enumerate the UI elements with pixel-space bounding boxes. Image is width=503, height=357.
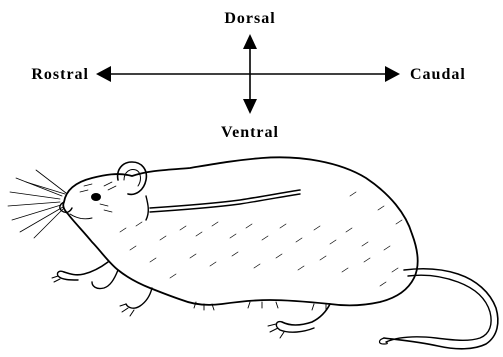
- ventral-label: Ventral: [221, 124, 279, 141]
- eye: [91, 193, 101, 201]
- ear: [118, 162, 147, 194]
- front-leg: [64, 262, 108, 275]
- rostral-arrowhead: [96, 66, 111, 82]
- ventral-arrowhead: [243, 99, 257, 114]
- dorsal-label: Dorsal: [224, 10, 275, 27]
- whiskers: [8, 170, 66, 238]
- caudal-arrowhead: [385, 66, 400, 82]
- rostral-label: Rostral: [31, 66, 89, 83]
- body-outline: [63, 157, 417, 305]
- tail: [384, 269, 498, 349]
- fur-strokes: [120, 192, 402, 286]
- caudal-label: Caudal: [410, 66, 466, 83]
- hind-leg: [282, 304, 330, 325]
- dorsal-arrowhead: [243, 34, 257, 49]
- rat-illustration: [8, 157, 498, 348]
- direction-compass: Dorsal Ventral Rostral Caudal: [31, 10, 465, 141]
